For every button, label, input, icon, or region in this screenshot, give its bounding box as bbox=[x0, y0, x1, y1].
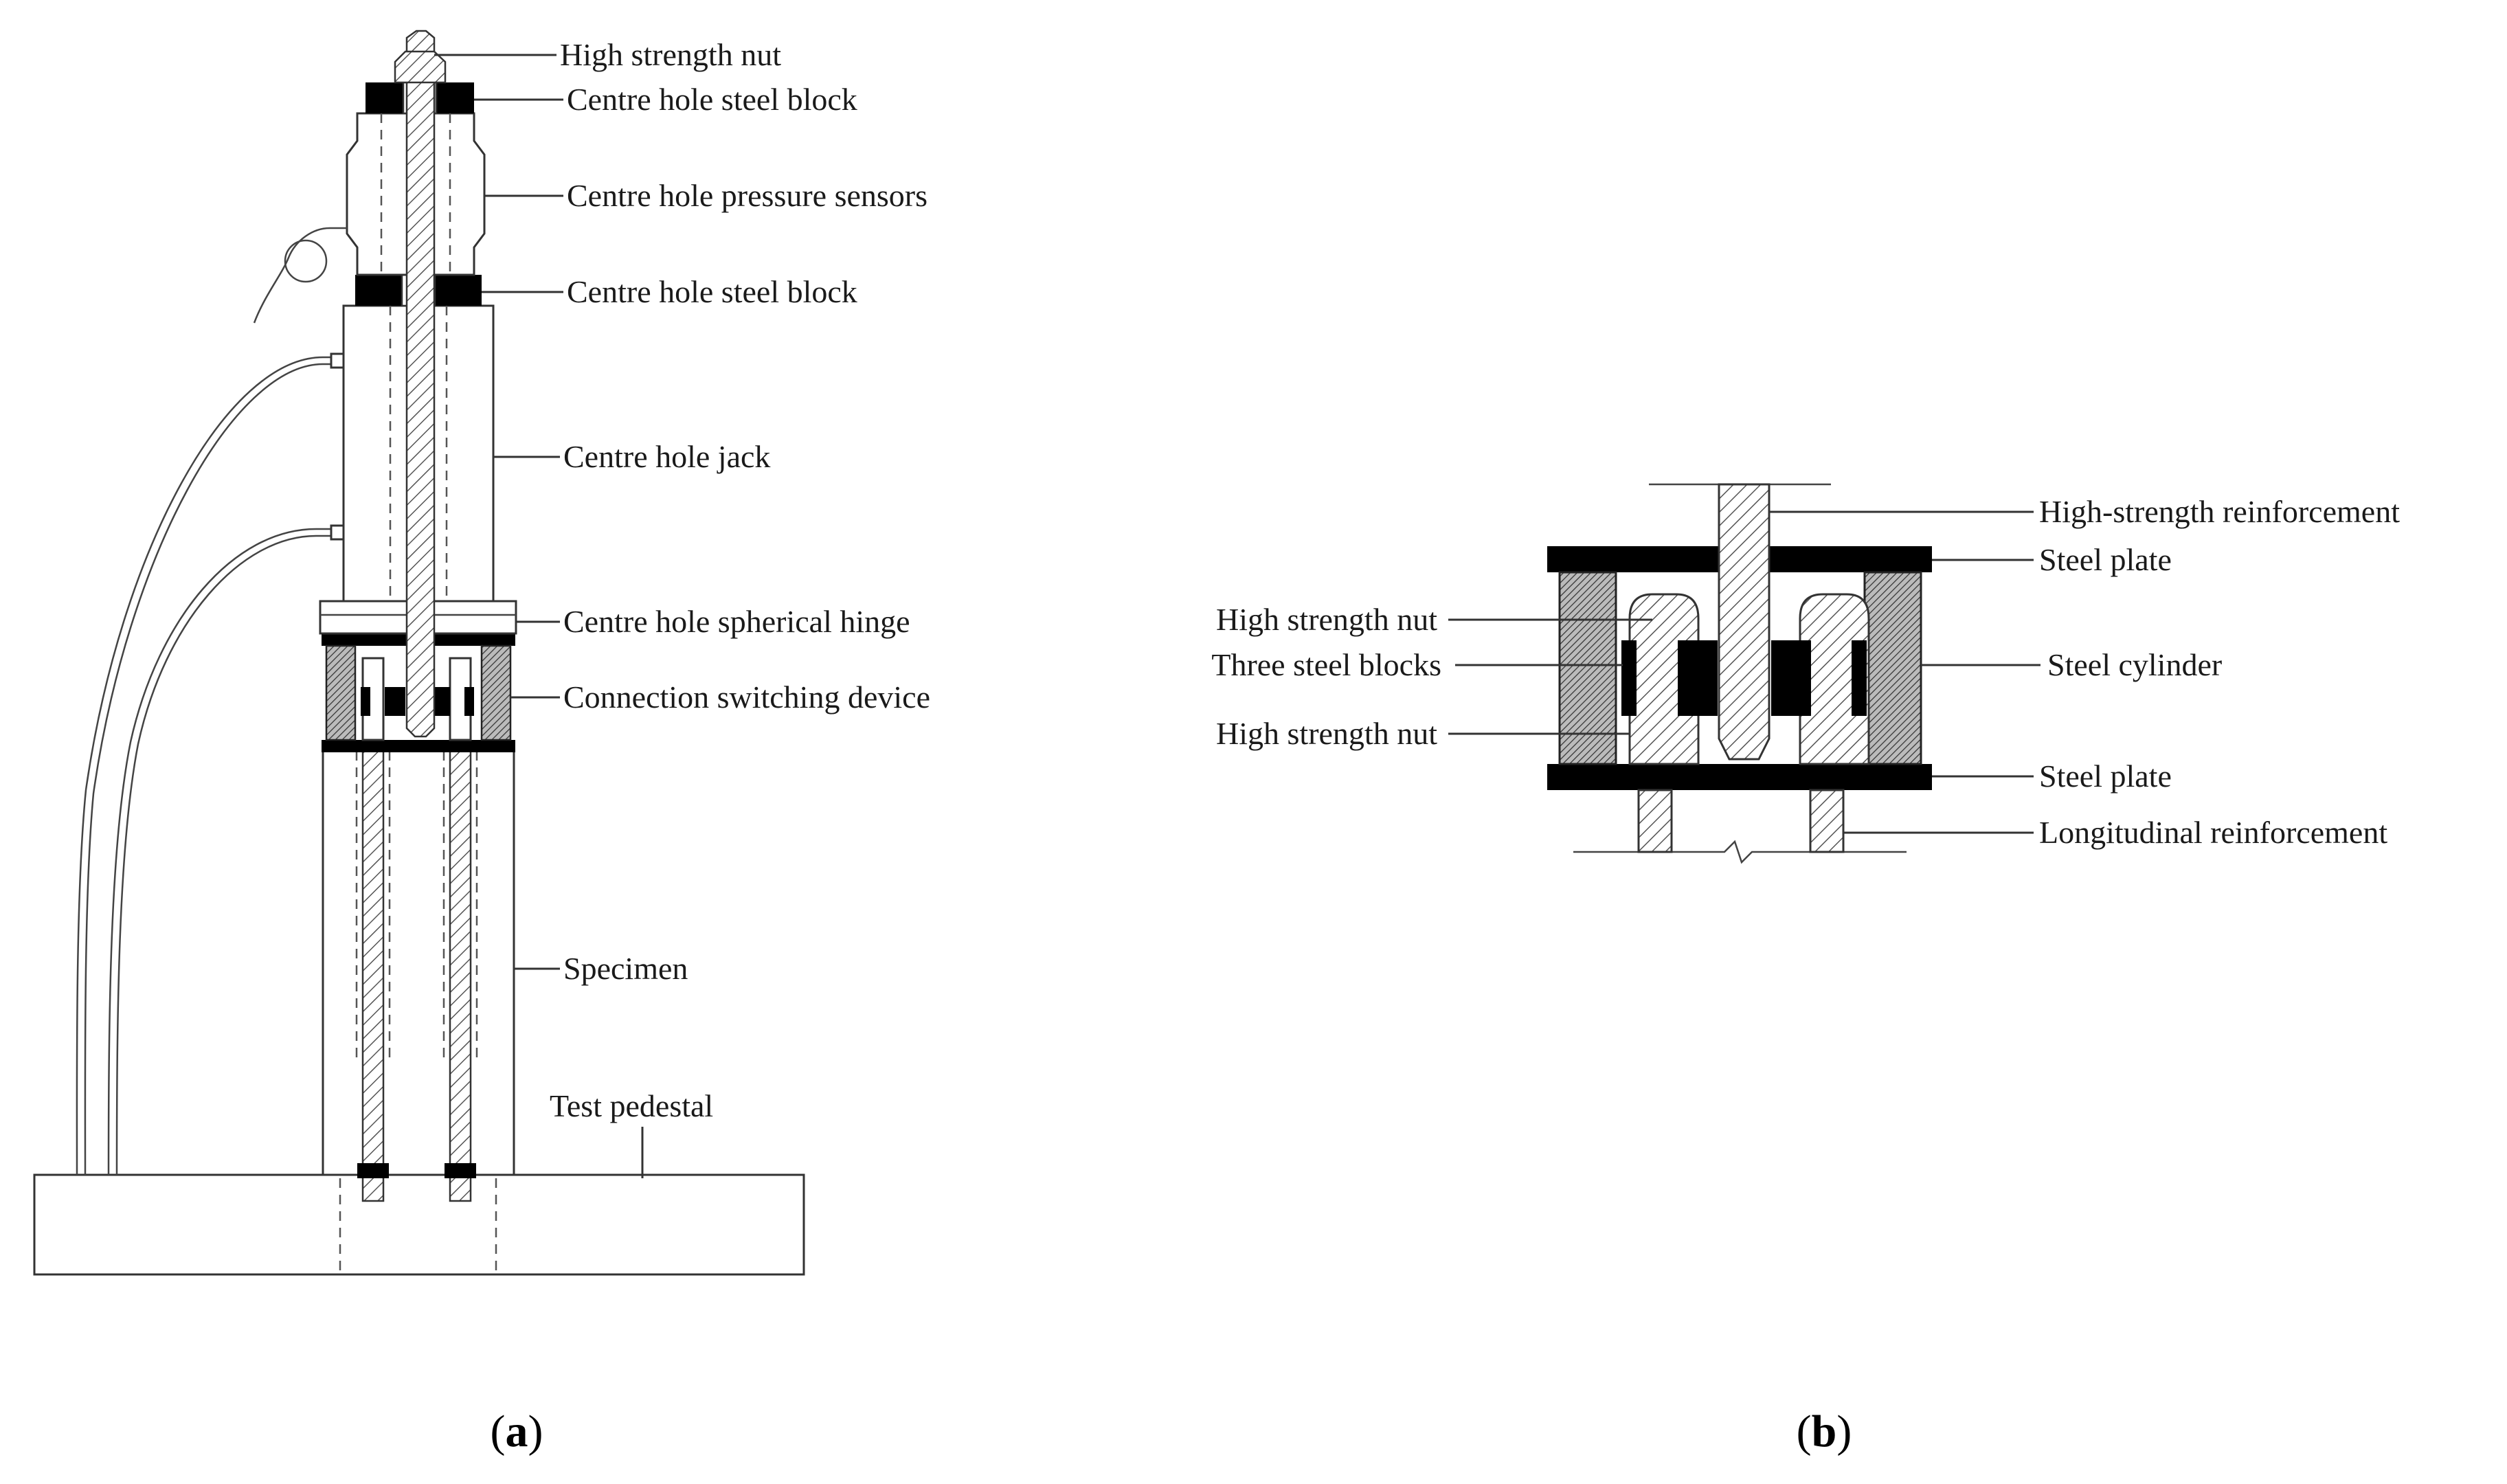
jack-hose-outer-2 bbox=[84, 363, 344, 1176]
switching-nut-left bbox=[361, 657, 385, 741]
label-three-steel-blocks: Three steel blocks bbox=[1211, 647, 1441, 682]
switching-block-4 bbox=[464, 687, 474, 716]
label-high-strength-reinforcement: High-strength reinforcement bbox=[2039, 494, 2400, 529]
steel-block-top-right bbox=[436, 82, 474, 113]
label-high-strength-nut: High strength nut bbox=[560, 37, 781, 72]
b-block-1 bbox=[1621, 640, 1637, 716]
b-block-2 bbox=[1678, 640, 1718, 716]
switching-block-2 bbox=[385, 687, 405, 716]
switching-plate-bottom bbox=[322, 740, 515, 752]
b-central-rod bbox=[1718, 483, 1770, 761]
caption-a-letter: a bbox=[506, 1406, 528, 1457]
label-connection-switching-device: Connection switching device bbox=[563, 679, 930, 715]
b-block-3 bbox=[1771, 640, 1811, 716]
central-rod bbox=[405, 30, 436, 738]
b-long-bar-left bbox=[1637, 789, 1673, 853]
panel-b-drawing bbox=[1547, 483, 1932, 864]
jack-hose-inner bbox=[107, 528, 344, 1176]
label-centre-hole-spherical-hinge: Centre hole spherical hinge bbox=[563, 604, 910, 639]
caption-b-letter: b bbox=[1812, 1406, 1837, 1457]
specimen-bar-right bbox=[449, 750, 472, 1202]
b-steel-cylinder-right bbox=[1863, 571, 1922, 765]
top-nut-shape bbox=[394, 50, 447, 84]
b-nut-right bbox=[1799, 593, 1870, 765]
sensor-cable bbox=[253, 227, 347, 324]
label-centre-hole-jack: Centre hole jack bbox=[563, 439, 770, 474]
steel-block-bottom-right bbox=[435, 275, 482, 306]
jack-hose-inner-2 bbox=[115, 535, 344, 1176]
label-centre-hole-steel-block-bottom: Centre hole steel block bbox=[567, 274, 857, 309]
label-steel-cylinder: Steel cylinder bbox=[2047, 647, 2222, 682]
jack-hose-port-2 bbox=[330, 524, 345, 541]
label-longitudinal-reinforcement: Longitudinal reinforcement bbox=[2039, 815, 2387, 850]
specimen-bar-left bbox=[361, 750, 385, 1202]
b-nut-left bbox=[1628, 593, 1700, 765]
label-steel-plate-bottom: Steel plate bbox=[2039, 758, 2172, 794]
panel-a-labels: High strength nut Centre hole steel bloc… bbox=[550, 37, 930, 1123]
switching-block-1 bbox=[361, 687, 370, 716]
label-steel-plate-top: Steel plate bbox=[2039, 542, 2172, 577]
jack-hose-port-1 bbox=[330, 352, 345, 369]
label-high-strength-nut-bottom: High strength nut bbox=[1216, 716, 1437, 751]
caption-a: (a) bbox=[491, 1406, 543, 1457]
b-bottom-cut-line bbox=[1573, 840, 1907, 864]
sensor-cable-loop bbox=[284, 239, 328, 283]
panel-b-labels: High-strength reinforcement Steel plate … bbox=[1211, 494, 2400, 850]
switching-cylinder-left bbox=[325, 644, 357, 741]
panel-a-drawing bbox=[33, 30, 805, 1276]
label-centre-hole-pressure-sensors: Centre hole pressure sensors bbox=[567, 178, 928, 213]
label-specimen: Specimen bbox=[563, 951, 688, 986]
b-block-4 bbox=[1852, 640, 1867, 716]
steel-block-top-left bbox=[366, 82, 403, 113]
test-pedestal-shape bbox=[33, 1173, 805, 1276]
switching-cylinder-right bbox=[480, 644, 512, 741]
steel-block-bottom-left bbox=[355, 275, 402, 306]
base-nut-right bbox=[445, 1163, 476, 1178]
jack-hose-outer bbox=[76, 356, 344, 1176]
b-steel-plate-bottom bbox=[1547, 764, 1932, 790]
label-test-pedestal: Test pedestal bbox=[550, 1088, 713, 1123]
caption-b: (b) bbox=[1797, 1406, 1852, 1457]
base-nut-left bbox=[357, 1163, 389, 1178]
specimen-shape bbox=[322, 750, 515, 1176]
panel-b-leaders bbox=[1448, 510, 2041, 834]
b-long-bar-right bbox=[1809, 789, 1845, 853]
label-centre-hole-steel-block-top: Centre hole steel block bbox=[567, 82, 857, 117]
label-high-strength-nut-top: High strength nut bbox=[1216, 602, 1437, 637]
b-steel-cylinder-left bbox=[1558, 571, 1617, 765]
panel-a-leaders bbox=[434, 54, 644, 1178]
